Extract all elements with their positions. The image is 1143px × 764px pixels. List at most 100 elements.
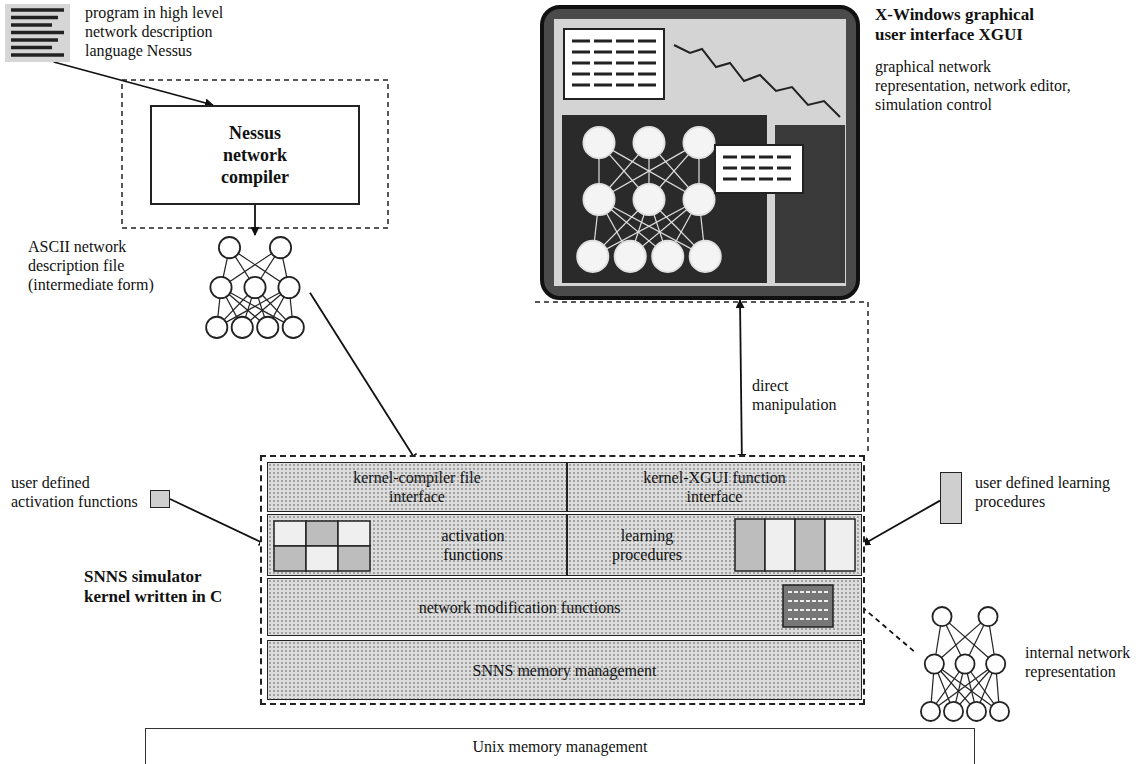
function-band: network modification functions — [267, 578, 862, 636]
node-label: internal network representation — [1025, 643, 1135, 681]
neuron-circle — [232, 317, 253, 338]
connector — [862, 501, 940, 545]
window-pane — [554, 19, 846, 286]
neuron-circle — [633, 184, 664, 215]
neuron-circle — [944, 702, 963, 721]
procedure-slot — [795, 519, 825, 571]
text-line — [572, 51, 656, 54]
node-figure — [268, 515, 568, 577]
connector — [310, 293, 417, 462]
neuron-circle — [683, 184, 714, 215]
function-slot — [338, 521, 370, 546]
text-line — [723, 156, 795, 159]
store-line — [788, 591, 828, 593]
network-panel — [562, 115, 767, 283]
store-line — [788, 618, 828, 620]
neuron-circle — [583, 184, 614, 215]
plugin-box: user defined activation functions — [150, 490, 170, 508]
text-line — [11, 31, 64, 35]
connector — [54, 62, 213, 105]
neuron-circle — [283, 317, 304, 338]
network-store — [783, 585, 833, 627]
function-slot — [274, 546, 306, 571]
plugin-box: user defined learning procedures — [940, 472, 962, 524]
page-sheet — [5, 4, 70, 62]
procedure-slot — [765, 519, 795, 571]
neuron-circle — [955, 654, 974, 673]
neuron-circle — [652, 241, 683, 272]
node-figure — [5, 4, 70, 62]
xgui-window: X-Windows graphical user interface XGUIg… — [540, 5, 860, 300]
node-label: SNNS simulator kernel written in C — [84, 567, 244, 607]
connector — [740, 300, 742, 462]
neuron-circle — [583, 127, 614, 158]
neuron-circle — [244, 277, 265, 298]
graph-line — [674, 45, 840, 117]
xgui-region-outline — [867, 302, 869, 452]
neuron-circle — [990, 702, 1009, 721]
xgui-region-outline — [535, 301, 868, 303]
network-figure: internal network representation — [915, 605, 1015, 723]
text-panel — [564, 29, 664, 99]
neuron-circle — [278, 277, 299, 298]
text-line — [11, 23, 52, 27]
neuron-circle — [270, 237, 291, 258]
text-line — [11, 46, 52, 50]
text-line — [11, 8, 64, 12]
node-text: Nessus network compiler — [205, 122, 305, 188]
node-figure — [540, 5, 860, 300]
node-label: ASCII network description file (intermed… — [28, 237, 158, 294]
connector — [862, 607, 915, 652]
text-line — [572, 40, 656, 43]
text-line — [572, 62, 656, 65]
neuron-circle — [921, 702, 940, 721]
node-text: learning procedures — [600, 526, 695, 564]
node-text: kernel-compiler file interface — [347, 468, 487, 506]
node-label: user defined activation functions — [11, 473, 141, 511]
neuron-circle — [683, 127, 714, 158]
text-line — [572, 84, 656, 87]
function-band: activation functions — [267, 514, 567, 576]
node-label: program in high level network descriptio… — [85, 3, 260, 60]
function-slot — [306, 521, 338, 546]
store-line — [788, 600, 828, 602]
node-text: Unix memory management — [472, 737, 647, 756]
neuron-circle — [210, 277, 231, 298]
procedure-slot — [825, 519, 855, 571]
neuron-circle — [978, 607, 997, 626]
edge-label: direct manipulation — [752, 376, 852, 414]
text-line — [11, 38, 58, 42]
node-text: network modification functions — [419, 598, 621, 617]
node-label: user defined learning procedures — [975, 473, 1115, 511]
neuron-circle — [577, 241, 608, 272]
connector — [254, 205, 256, 235]
node-text: kernel-XGUI function interface — [640, 468, 790, 506]
neuron-circle — [932, 607, 951, 626]
neuron-circle — [967, 702, 986, 721]
store-line — [788, 609, 828, 611]
text-line — [11, 53, 64, 57]
system-bar: Unix memory management — [145, 728, 975, 764]
text-line — [723, 167, 795, 170]
text-line — [572, 73, 656, 76]
neuron-circle — [925, 654, 944, 673]
dialog-box — [715, 145, 803, 193]
node-label: graphical network representation, networ… — [875, 57, 1080, 114]
window-frame — [542, 7, 858, 298]
text-line — [11, 16, 58, 20]
neuron-circle — [206, 317, 227, 338]
interface-band: kernel-XGUI function interface — [567, 462, 862, 512]
function-slot — [274, 521, 306, 546]
connector — [170, 499, 267, 545]
neuron-circle — [219, 237, 240, 258]
text-line — [723, 178, 795, 181]
document-icon: program in high level network descriptio… — [5, 4, 70, 62]
procedure-slot — [735, 519, 765, 571]
function-band: learning procedures — [567, 514, 862, 576]
neuron-circle — [257, 317, 278, 338]
compiler-box: Nessus network compiler — [150, 105, 360, 205]
interface-band: kernel-compiler file interface — [267, 462, 567, 512]
neuron-circle — [633, 127, 664, 158]
